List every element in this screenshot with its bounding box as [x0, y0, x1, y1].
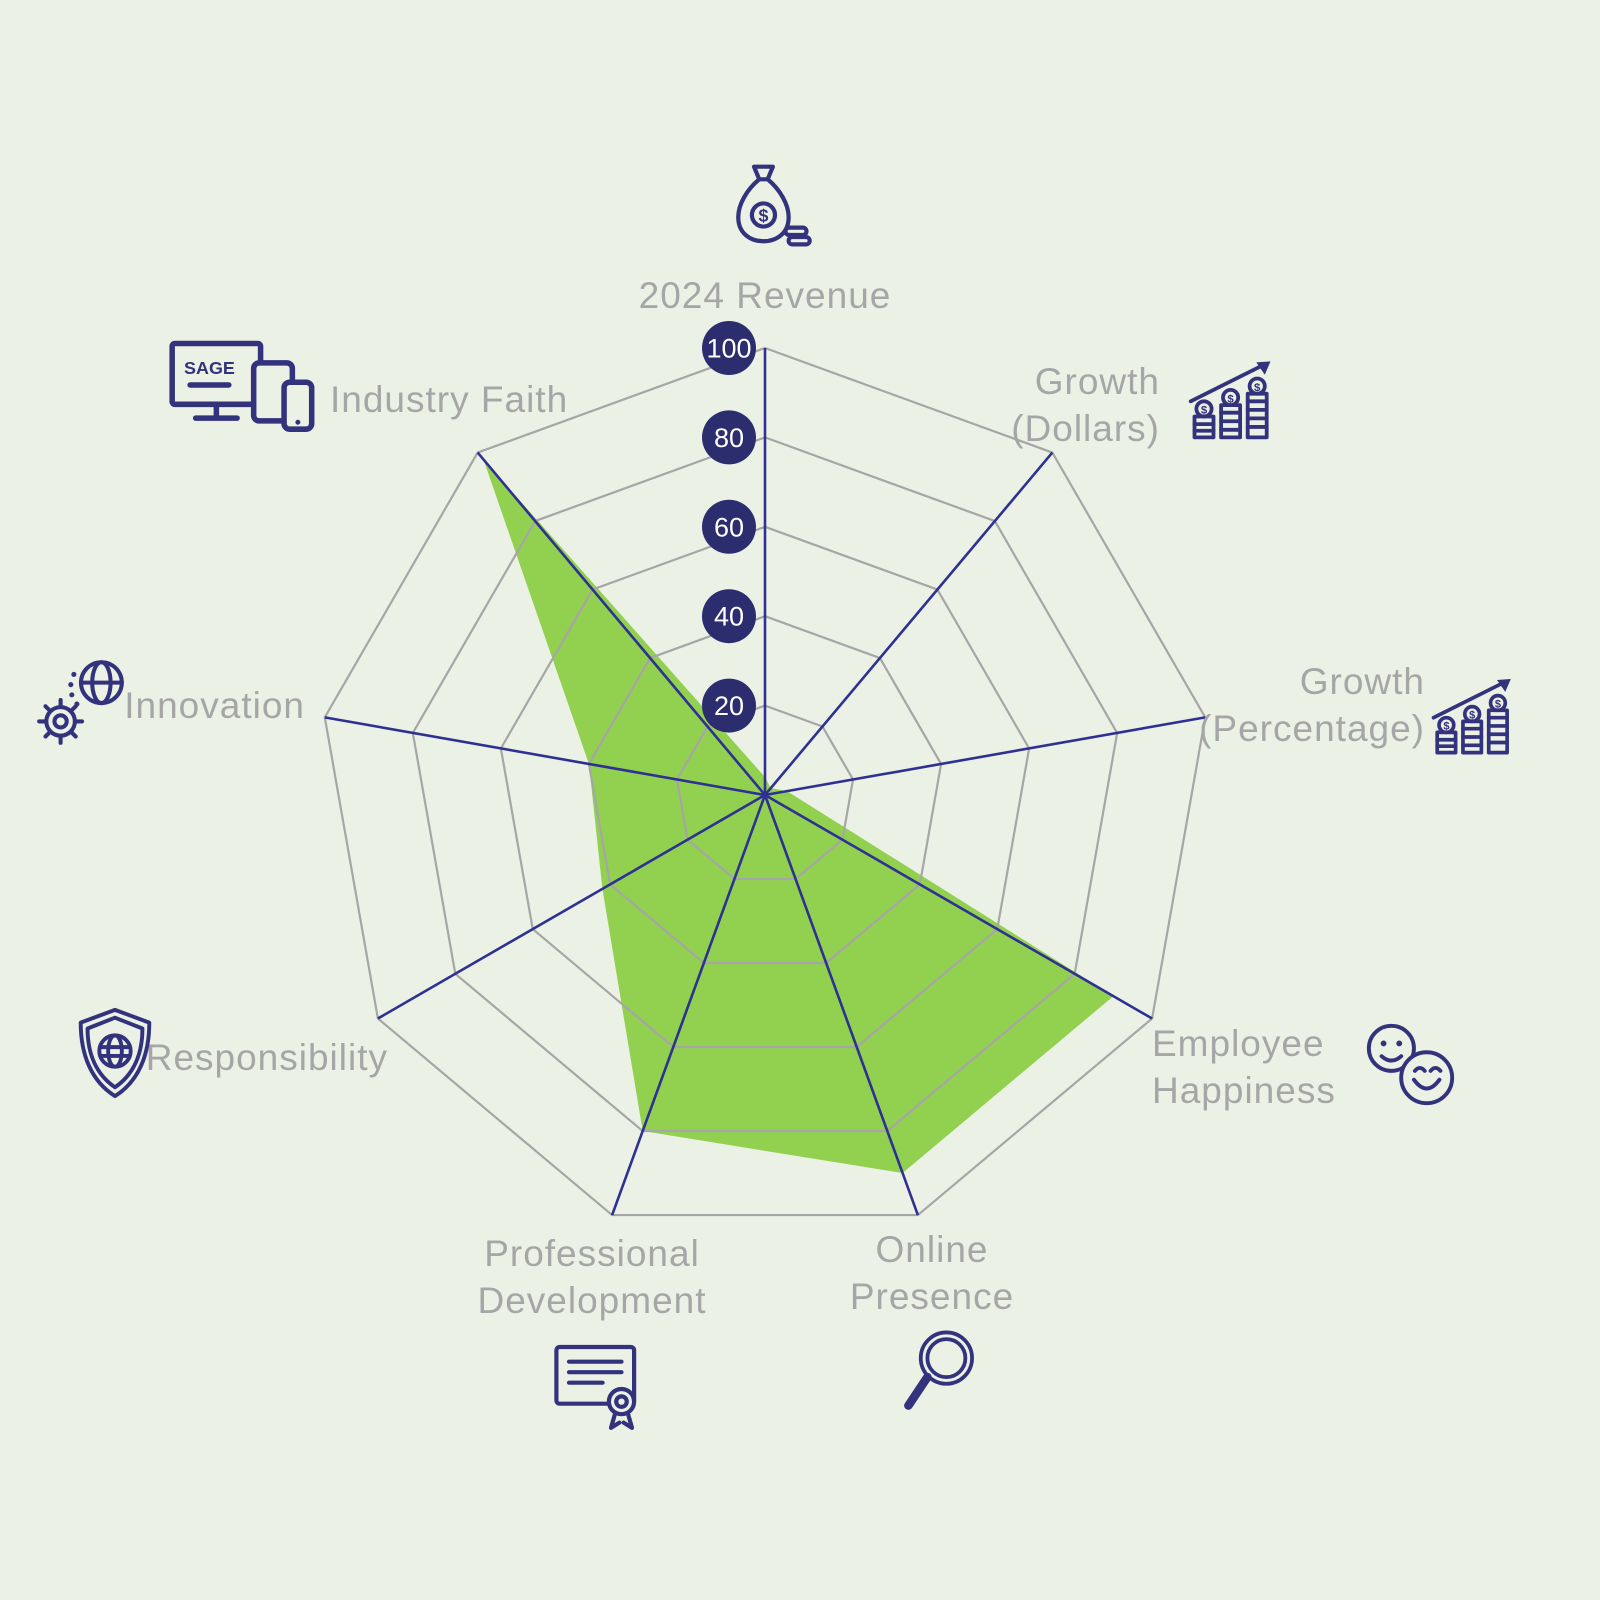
- grid-ring: [323, 346, 1207, 1217]
- shield-globe-icon: [78, 1007, 152, 1099]
- ring-badge: [702, 678, 756, 733]
- sage-label: SAGE: [184, 358, 235, 378]
- ring-badge: [702, 499, 756, 554]
- axis-line: [764, 716, 1206, 797]
- grid-ring: [587, 615, 943, 965]
- coin-stacks-growth-icon: $ $ $: [1188, 361, 1271, 440]
- axis-label-online-presence: Online Presence: [849, 1229, 1015, 1317]
- ring-badge-label: 60: [714, 512, 744, 542]
- axis-line: [610, 794, 767, 1216]
- axis-line: [763, 794, 920, 1216]
- smiley-faces-icon: [1366, 1023, 1455, 1106]
- axis-line: [764, 793, 1153, 1020]
- ring-badge-label: 80: [714, 423, 744, 453]
- axis-label-industry-faith: Industry Faith: [330, 379, 569, 420]
- axis-line: [764, 451, 1054, 796]
- gear-globe-icon: [37, 660, 124, 745]
- grid-ring: [411, 436, 1119, 1133]
- coin-stacks-growth-icon: $ $ $: [1431, 679, 1511, 755]
- ring-badge-label: 20: [714, 691, 744, 721]
- dollar-glyph: $: [758, 205, 768, 225]
- certificate-icon: [554, 1344, 637, 1430]
- ring-badge: [702, 410, 756, 465]
- axis-label-growth-dollars: Growth (Dollars): [1011, 361, 1160, 449]
- axis-line: [377, 793, 766, 1020]
- data-polygon: [483, 459, 1114, 1174]
- money-bag-icon: $: [736, 164, 812, 247]
- axis-label-growth-percentage: Growth (Percentage): [1199, 661, 1425, 749]
- axis-label-employee-happiness: Employee Happiness: [1152, 1023, 1336, 1111]
- axis-label-2024-revenue: 2024 Revenue: [638, 275, 892, 316]
- dollar-glyph: $: [1469, 710, 1475, 722]
- axis-line: [324, 716, 766, 797]
- axis-label-responsibility: Responsibility: [145, 1037, 388, 1078]
- axis-label-innovation: Innovation: [124, 685, 305, 726]
- dollar-glyph: $: [1254, 382, 1261, 394]
- dollar-glyph: $: [1201, 405, 1208, 417]
- magnifying-glass-icon: [904, 1330, 974, 1410]
- dollar-glyph: $: [1495, 699, 1501, 711]
- ring-badge: [702, 321, 756, 375]
- ring-badge-label: 100: [706, 334, 751, 364]
- dollar-glyph: $: [1227, 393, 1234, 405]
- grid-ring: [499, 525, 1031, 1049]
- axis-label-professional-development: Professional Development: [477, 1233, 707, 1321]
- grid-ring: [675, 704, 855, 881]
- dollar-glyph: $: [1443, 721, 1449, 733]
- ring-badge: [702, 589, 756, 644]
- axis-line: [476, 451, 766, 796]
- computer-devices-icon: SAGE: [169, 340, 315, 432]
- ring-badge-label: 40: [714, 602, 744, 632]
